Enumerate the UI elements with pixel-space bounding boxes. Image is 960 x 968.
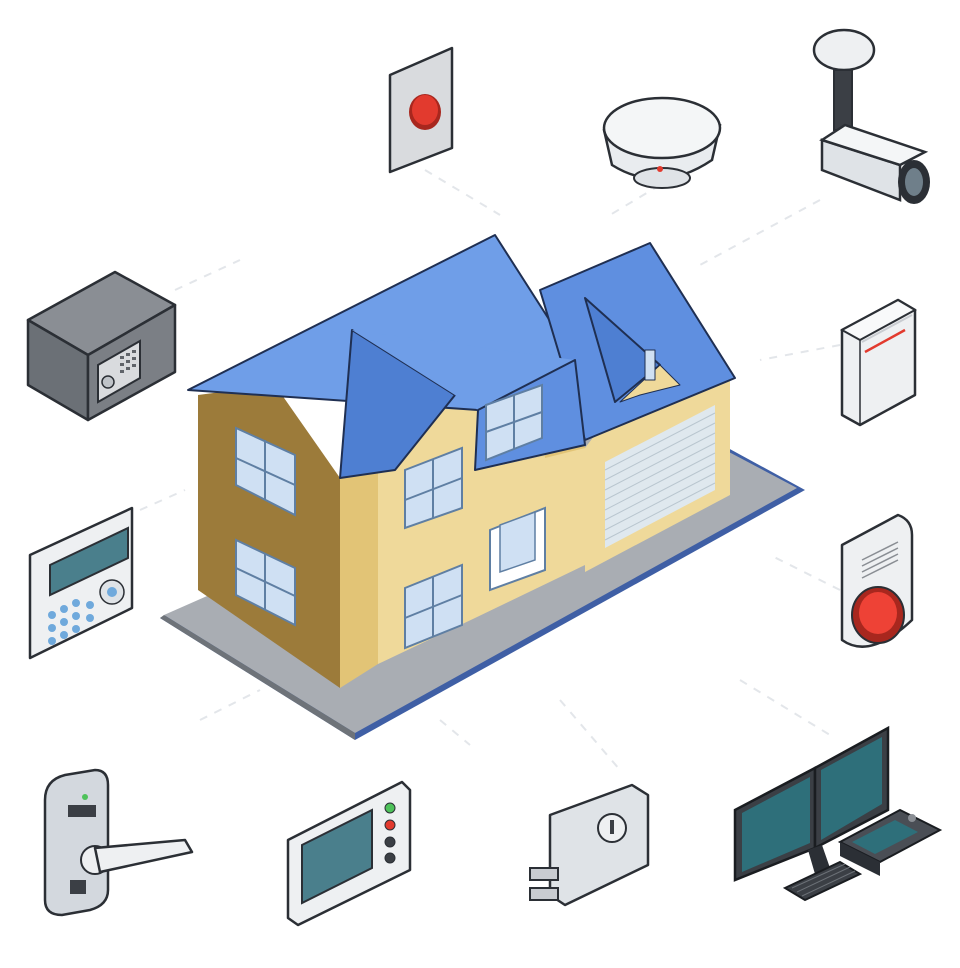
house-windows [235,383,543,650]
electronic-door-lock-icon [43,768,194,917]
garage-door [605,405,715,548]
front-door [489,506,546,592]
video-intercom-icon [286,780,412,927]
monitor-left [733,765,817,882]
house [160,234,805,740]
smoke-detector-icon [602,96,722,189]
ceiling-cctv-camera-icon [812,28,930,204]
keypad-alarm-panel-icon [28,506,134,660]
rim-door-lock-icon [529,783,650,907]
monitor-right [813,725,890,851]
connector-lines [139,169,841,771]
keyboard [782,860,863,902]
safe-icon [26,270,177,422]
monitoring-workstation-icon [733,725,943,902]
panic-button-icon [388,46,454,174]
control-keyboard [837,808,943,876]
siren-strobe-icon [840,513,914,648]
motion-sensor-icon [839,298,918,427]
